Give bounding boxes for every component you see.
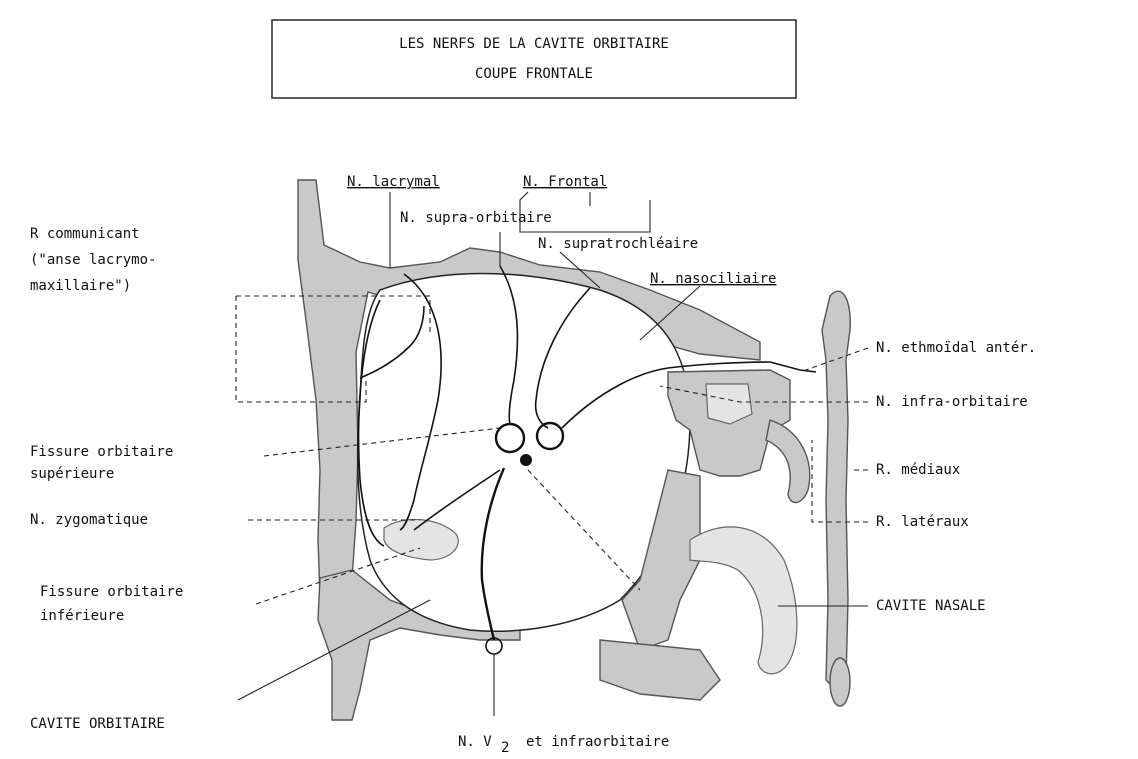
label-fissure-sup-2: supérieure	[30, 466, 114, 482]
label-supratrochleaire: N. supratrochléaire	[538, 236, 698, 252]
label-nasociliaire: N. nasociliaire	[650, 271, 776, 287]
label-cavite-nasale: CAVITE NASALE	[876, 598, 986, 614]
label-fissure-sup-1: Fissure orbitaire	[30, 444, 173, 460]
label-fissure-inf-2: inférieure	[40, 608, 124, 624]
label-v2-suffix: et infraorbitaire	[526, 734, 669, 750]
title-box	[272, 20, 796, 98]
label-cavite-orbitaire: CAVITE ORBITAIRE	[30, 716, 165, 732]
label-lacrymal: N. lacrymal	[347, 174, 440, 190]
label-v2-sub: 2	[501, 740, 509, 754]
ethmoidal-nerve-branch	[770, 362, 816, 372]
label-v2-prefix: N. V	[458, 734, 492, 750]
middle-concha	[766, 420, 810, 503]
fissure-center-dot	[520, 454, 532, 466]
label-r-communicant-3: maxillaire")	[30, 278, 131, 294]
label-supra-orbitaire: N. supra-orbitaire	[400, 210, 552, 226]
inferior-concha	[690, 527, 797, 674]
label-r-communicant-2: ("anse lacrymo-	[30, 252, 156, 268]
label-lateraux: R. latéraux	[876, 514, 969, 530]
nasal-septum	[822, 291, 850, 690]
title-line-2: COUPE FRONTALE	[475, 66, 593, 82]
label-frontal: N. Frontal	[523, 174, 607, 190]
label-mediaux: R. médiaux	[876, 462, 960, 478]
label-fissure-inf-1: Fissure orbitaire	[40, 584, 183, 600]
label-zygomatique: N. zygomatique	[30, 512, 148, 528]
palate-floor	[600, 640, 720, 700]
label-infra-orbitaire: N. infra-orbitaire	[876, 394, 1028, 410]
label-ethmoidal: N. ethmoïdal antér.	[876, 340, 1036, 356]
septum-base	[830, 658, 850, 706]
title-line-1: LES NERFS DE LA CAVITE ORBITAIRE	[399, 36, 669, 52]
label-r-communicant-1: R communicant	[30, 226, 140, 242]
